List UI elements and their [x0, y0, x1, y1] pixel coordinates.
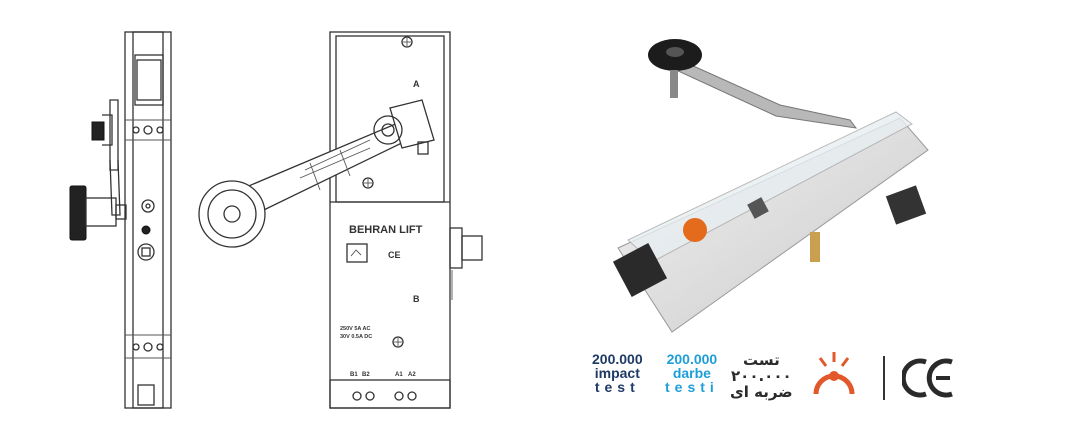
terminal-a2: A2: [408, 372, 416, 378]
farsi-test-badge: تست ۲۰۰.۰۰۰ ضربه ای: [730, 352, 793, 400]
darbe-line2: darbe: [672, 365, 711, 381]
impact-test-icon: [813, 352, 855, 395]
side-view-drawing: [69, 31, 172, 409]
badge-divider: [883, 356, 885, 400]
darbe-test-badge: 200.000 darbe testi: [665, 352, 719, 394]
impact-line3: test: [594, 379, 640, 395]
product-photo: [612, 39, 929, 333]
farsi-line3: ضربه ای: [730, 383, 793, 401]
front-view-drawing: A B BEHRAN LIFT CE 250V 5A AC 30V 0.5A D…: [198, 31, 483, 409]
brand-label: BEHRAN LIFT: [349, 224, 423, 236]
badges-row: 200.000 impact test 200.000 darbe testi …: [580, 352, 980, 412]
impact-number: 200.000: [592, 351, 643, 367]
terminal-b1: B1: [350, 372, 358, 378]
darbe-line3: testi: [665, 379, 719, 395]
darbe-number: 200.000: [666, 351, 718, 367]
farsi-line2: ۲۰۰.۰۰۰: [731, 367, 792, 385]
impact-test-badge: 200.000 impact test: [592, 352, 643, 394]
terminal-a1: A1: [395, 372, 403, 378]
spec-line-1: 250V 5A AC: [340, 326, 370, 332]
ce-mark-icon: [902, 358, 953, 398]
impact-line2: impact: [594, 365, 640, 381]
front-ce-label: CE: [388, 250, 401, 260]
spec-line-2: 30V 0.5A DC: [340, 334, 372, 340]
farsi-line1: تست: [742, 351, 780, 369]
contact-label-a: A: [413, 79, 420, 89]
terminal-b2: B2: [362, 372, 370, 378]
contact-label-b: B: [413, 294, 420, 304]
